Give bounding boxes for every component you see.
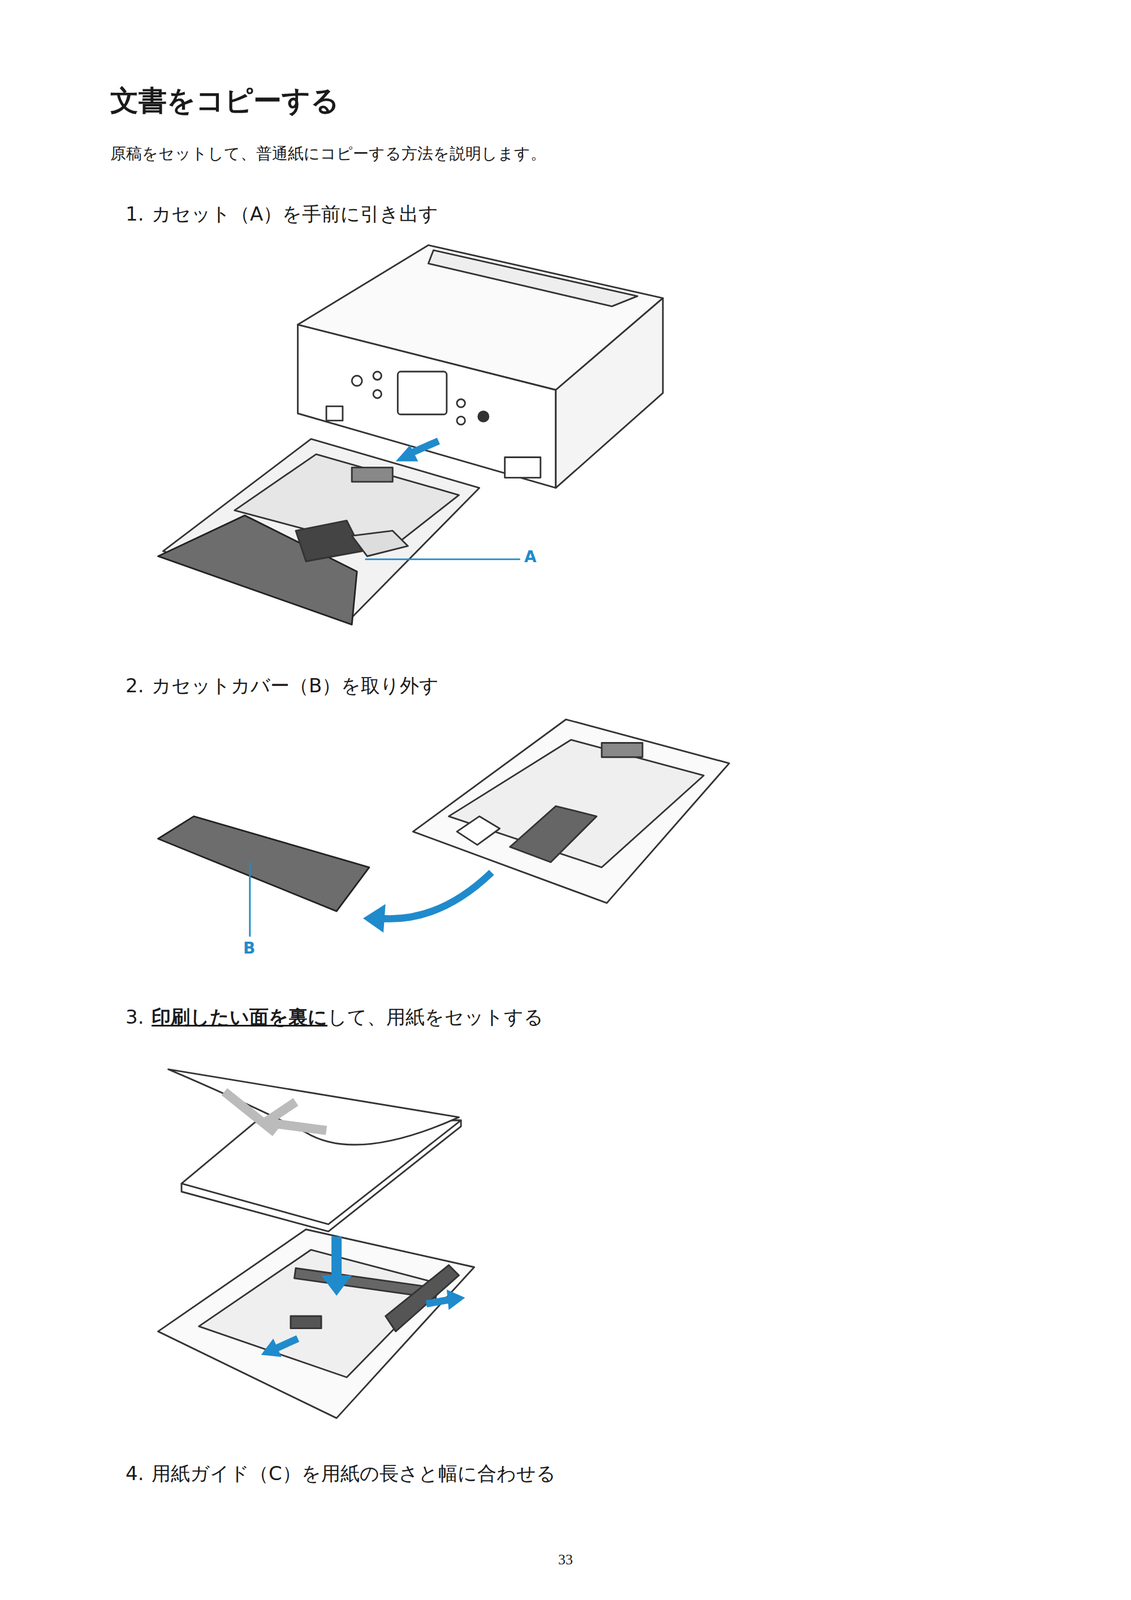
text-line: 文書をコピーする <box>110 83 340 118</box>
step-number: 3. <box>125 1005 144 1029</box>
step-number: 4. <box>125 1461 144 1485</box>
step-number: 1. <box>125 202 144 226</box>
printer-figure <box>158 244 664 625</box>
text-line: A <box>524 547 537 567</box>
paper-load-figure <box>158 1069 475 1419</box>
cassette-cover-figure <box>158 719 730 912</box>
step-number: 2. <box>125 674 144 697</box>
page-title: 文書をコピーする <box>110 84 340 118</box>
emphasis-text: 印刷したい面を裏に <box>151 1005 328 1029</box>
callout-letter: A <box>524 547 537 567</box>
intro-text: 原稿をセットして、普通紙にコピーする方法を説明します。 <box>110 144 547 163</box>
step-text: 用紙ガイド（C）を用紙の長さと幅に合わせる <box>151 1461 556 1485</box>
page-number: 33 <box>558 1551 573 1568</box>
step-text: カセットカバー（B）を取り外す <box>151 674 439 697</box>
step-text: して、用紙をセットする <box>327 1005 544 1029</box>
text-line: 4. 用紙ガイド（C）を用紙の長さと幅に合わせる <box>125 1461 556 1486</box>
text-line: B <box>243 938 256 958</box>
text-line: 3. 印刷したい面を裏にして、用紙をセットする <box>125 1005 544 1029</box>
text-line: 原稿をセットして、普通紙にコピーする方法を説明します。 <box>110 144 547 164</box>
leader-line <box>248 862 251 938</box>
leader-line <box>365 558 521 560</box>
callout-letter: B <box>243 938 256 958</box>
step-text: カセット（A）を手前に引き出す <box>151 202 439 226</box>
text-line: 2. カセットカバー（B）を取り外す <box>125 674 439 698</box>
text-line: 1. カセット（A）を手前に引き出す <box>125 202 439 226</box>
text-line: 33 <box>558 1550 573 1569</box>
